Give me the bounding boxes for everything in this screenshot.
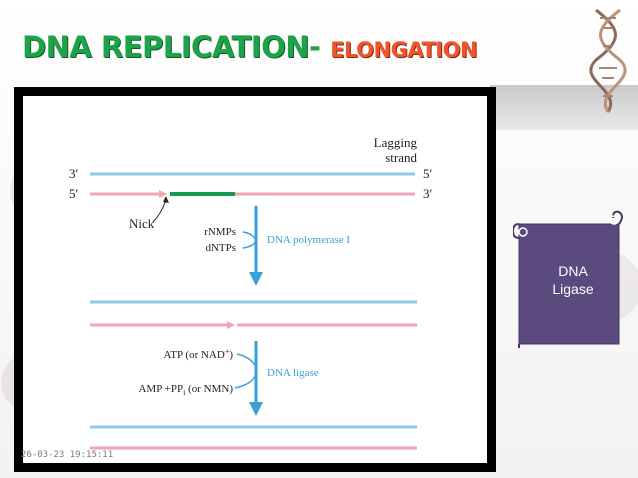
diagram-canvas: Lagging strand 3′ 5′ 5′ 3′ Nick rNMPs dN… [23,96,487,463]
timestamp: 26-03-23 19:15:11 [21,450,114,460]
title-dash: - [309,30,321,64]
bottom-strand-left-end: 5′ [69,186,79,201]
header-band [490,85,638,130]
step2-input-curve [236,353,257,369]
fragment-arrowhead [159,190,167,198]
step2-arrowhead [249,402,263,416]
top-strand-right-end: 5′ [423,166,433,181]
scroll-label-line1: DNA [558,263,588,279]
middle-arrowhead [227,321,235,329]
step2-input-label: ATP (or NAD+) [164,347,234,361]
step1-input-curve-2 [242,239,257,249]
diagram-panel: Lagging strand 3′ 5′ 5′ 3′ Nick rNMPs dN… [14,87,496,472]
step1-substrate-rnmps: rNMPs [204,226,236,238]
bottom-strand-right-end: 3′ [423,186,433,201]
replication-diagram: Lagging strand 3′ 5′ 5′ 3′ Nick rNMPs dN… [69,135,433,450]
nick-pointer [152,199,167,223]
lagging-label-line1: Lagging [374,135,418,150]
step1-enzyme-label: DNA polymerase I [267,234,350,246]
nick-pointer-head [163,196,169,203]
scroll-label-line2: Ligase [552,281,594,297]
title-sub: ELONGATION [330,38,478,62]
step2-enzyme-label: DNA ligase [267,367,319,379]
step1-input-curve [242,231,257,243]
title-main: DNA REPLICATION [22,30,310,64]
scroll-label: DNA Ligase [528,262,618,298]
dna-helix-icon [589,8,627,113]
top-strand-left-end: 3′ [69,166,79,181]
scroll-icon [513,210,623,348]
page-title: DNA REPLICATION- ELONGATION [22,30,478,64]
step2-output-curve [234,373,257,389]
lagging-label-line2: strand [385,150,417,165]
step1-arrowhead [249,272,263,286]
step1-substrate-dntps: dNTPs [205,242,236,254]
nick-label: Nick [129,216,155,231]
step2-output-label: AMP +PPi (or NMN) [138,383,233,397]
